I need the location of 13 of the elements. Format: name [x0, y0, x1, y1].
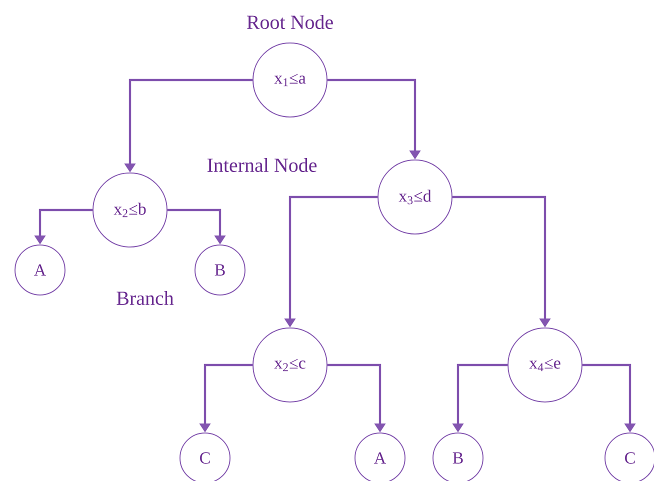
- leaf-node: A: [354, 432, 406, 481]
- leaf-node: A: [14, 244, 66, 296]
- tree-label: Branch: [116, 290, 174, 306]
- decision-node: x$_{3}$≤d: [378, 160, 452, 234]
- tree-label: Internal Node: [207, 158, 317, 172]
- leaf-node: C: [180, 432, 230, 481]
- leaf-node: B: [194, 244, 246, 296]
- leaf-node: B: [432, 432, 484, 481]
- decision-node: x$_{2}$≤b: [92, 172, 168, 248]
- leaf-node: C: [604, 432, 654, 481]
- decision-node: x$_{4}$≤e: [508, 327, 582, 402]
- decision-node: x$_{2}$≤c: [252, 327, 328, 402]
- decision-node: x$_{1}$≤a: [252, 42, 328, 118]
